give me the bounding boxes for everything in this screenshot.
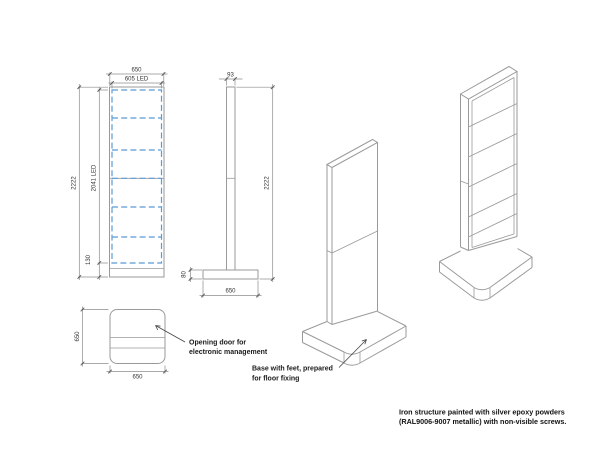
base-back-left-edge <box>439 250 461 262</box>
dim-label: 650 <box>131 68 142 74</box>
base-back-right-edge <box>517 248 533 258</box>
top-dim-depth: 650 <box>75 306 109 367</box>
material-note: Iron structure painted with silver epoxy… <box>399 408 566 427</box>
iso-front-narrow-bottom <box>326 321 333 325</box>
side-dim-base-width: 650 <box>199 280 262 298</box>
dim-label: 650 <box>75 331 81 342</box>
iso-view-back <box>439 65 533 301</box>
material-note-line1: Iron structure painted with silver epoxy… <box>399 408 565 417</box>
side-base-outline <box>202 269 259 280</box>
dim-label: 650 <box>225 289 236 295</box>
iso-view-front: Base with feet, prepared for floor fixin… <box>252 138 407 383</box>
dim-label: 130 <box>86 254 92 265</box>
leader-arrowhead <box>155 325 161 331</box>
iso-front-base <box>302 311 407 366</box>
panel-divider <box>468 133 518 158</box>
side-dim-base-thickness: 80 <box>182 267 202 282</box>
base-top-outline <box>439 256 533 291</box>
base-back-left-edge <box>302 321 328 332</box>
iso-back-face-bottom <box>468 236 518 251</box>
dim-label: 2222 <box>265 176 271 190</box>
dim-label: 2222 <box>72 176 78 190</box>
note-opening-door-line1: Opening door for <box>189 340 246 347</box>
front-dim-height-total: 2222 <box>72 84 108 280</box>
iso-front-joint <box>331 230 378 254</box>
iso-back-narrow-bottom <box>460 246 469 251</box>
panel-divider <box>468 193 518 218</box>
dim-label: 650 <box>132 375 143 381</box>
front-dim-width-led: 605 LED <box>108 77 165 89</box>
iso-back-panel-lines <box>468 103 518 238</box>
note-opening-door-line2: electronic management <box>189 349 268 356</box>
leader-arrowhead <box>361 339 367 345</box>
dim-label: 93 <box>227 73 234 79</box>
front-outline <box>109 86 165 278</box>
dim-label: 605 LED <box>125 77 149 83</box>
material-note-line2: (RAL9006-9007 metallic) with non-visible… <box>399 417 566 426</box>
panel-divider <box>468 213 518 238</box>
led-area <box>111 89 163 264</box>
iso-back-base <box>439 248 533 301</box>
side-dim-thickness: 93 <box>219 73 243 86</box>
base-back-right-edge <box>377 311 407 327</box>
iso-back-joint <box>460 180 469 185</box>
note-base-feet-line2: for floor fixing <box>252 376 299 383</box>
opening-door-annotation: Opening door for electronic management <box>155 325 268 356</box>
panel-divider <box>468 103 518 128</box>
iso-front-joint <box>326 250 333 254</box>
top-view-outline <box>109 309 166 364</box>
dim-label: 80 <box>182 271 188 278</box>
front-dim-width-outer: 650 <box>106 68 168 86</box>
front-dim-base-height: 130 <box>86 254 102 280</box>
note-base-feet-line1: Base with feet, prepared <box>252 366 333 373</box>
iso-back-top-face <box>459 65 518 100</box>
base-feet-annotation: Base with feet, prepared for floor fixin… <box>252 339 367 383</box>
iso-back-panel-frame <box>471 77 515 248</box>
top-dim-width: 650 <box>106 365 169 381</box>
iso-front-top-face <box>325 138 379 169</box>
base-bottom-outline <box>439 267 533 301</box>
iso-front-face-bottom <box>331 310 378 325</box>
dim-label: 2041 LED <box>92 164 98 191</box>
side-view: 93 2222 80 650 <box>182 73 275 298</box>
top-view: 650 650 Opening door for electronic mana… <box>75 306 268 381</box>
panel-divider <box>468 163 518 188</box>
base-bottom-outline <box>302 336 407 366</box>
front-view: 650 605 LED 2222 2041 LED <box>72 68 168 280</box>
side-dim-height-total: 2222 <box>236 84 275 282</box>
front-dim-height-led: 2041 LED <box>92 87 108 280</box>
